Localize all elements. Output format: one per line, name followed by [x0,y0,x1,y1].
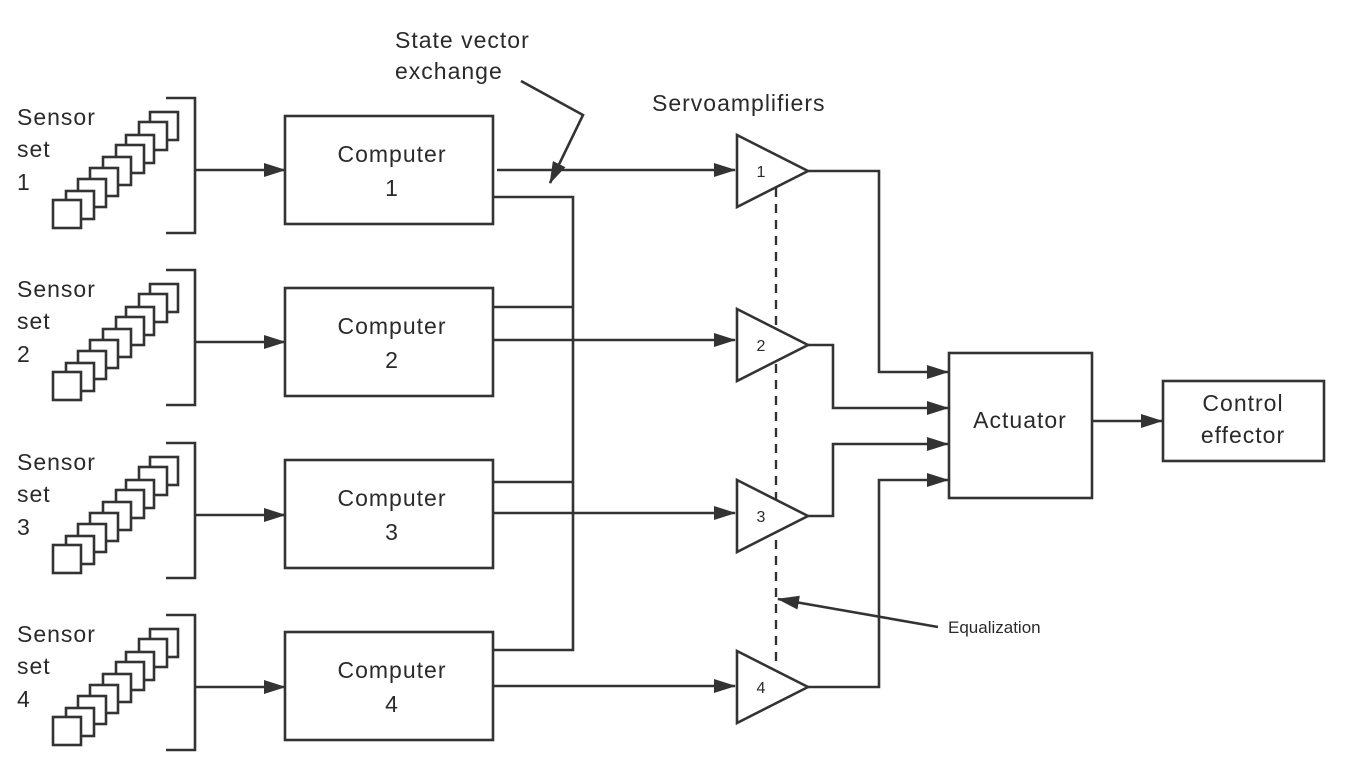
equalization-pointer [777,595,939,629]
amplifier-label: 3 [757,509,766,526]
computer-label-line1: Computer [338,657,447,683]
sensor-set-label-line1: Sensor [17,104,96,130]
sensor-set-label-line2: set [17,136,51,162]
sensor-set-3: Sensor set 3 [17,441,286,580]
sensor-set-label-line3: 2 [17,341,31,367]
amp1-to-actuator [808,169,949,379]
control-effector-box [1161,379,1326,463]
computer-box [283,630,495,742]
computer-label-line1: Computer [338,141,447,167]
sensor-set-label-line3: 3 [17,514,31,540]
computer-box [283,286,495,398]
amplifier-label: 1 [757,164,766,181]
computer-2: Computer 2 [283,286,495,398]
amp4-to-actuator [808,473,949,689]
computer-label-line2: 1 [385,175,399,201]
sensor-set-label-line1: Sensor [17,449,96,475]
servoamplifier-1: 1 [735,132,811,210]
servoamplifier-2: 2 [735,306,811,384]
servoamplifiers-label: Servoamplifiers [652,90,826,116]
computer-label-line1: Computer [338,485,447,511]
sensor-set-label-line3: 4 [17,686,31,712]
servoamplifier-4: 4 [735,648,811,726]
actuator-box [947,351,1094,500]
computer-3: Computer 3 [283,458,495,570]
amplifier-triangle [735,132,811,210]
computer-label-line1: Computer [338,313,447,339]
sensor-set-label-line1: Sensor [17,276,96,302]
sensor-icon [51,715,83,747]
actuator-input-lines [808,169,949,689]
sensor-set-label-line3: 1 [17,169,31,195]
sensor-set-2: Sensor set 2 [17,268,286,407]
amplifier-triangle [735,648,811,726]
amplifier-triangle [735,306,811,384]
command-lines [494,163,736,693]
sensor-icon [51,543,83,575]
exchange-bus-line [494,195,575,652]
amplifier-label: 2 [757,338,766,355]
state-vector-bus [494,195,575,652]
sensor-set-1: Sensor set 1 [17,96,286,235]
control-effector-label-line1: Control [1202,390,1283,416]
sensor-set-label-line1: Sensor [17,621,96,647]
actuator-block: Actuator [947,351,1094,500]
amp3-to-actuator [808,437,949,518]
sensor-icon [51,370,83,402]
computer-4: Computer 4 [283,630,495,742]
state-vector-label-line1: State vector [395,27,530,53]
control-effector-block: Control effector [1161,379,1326,463]
sensor-set-label-line2: set [17,481,51,507]
state-vector-label-line2: exchange [395,58,503,84]
computer-box [283,114,495,226]
sensor-set-label-line2: set [17,308,51,334]
computer-label-line2: 4 [385,691,399,717]
computer-1: Computer 1 [283,114,495,226]
sensor-bracket [166,96,197,235]
sensor-set-4: Sensor set 4 [17,613,286,752]
computer-box [283,458,495,570]
state-vector-pointer [520,79,585,184]
amp2-to-actuator [808,343,949,415]
sensor-icon [51,198,83,230]
amplifier-label: 4 [757,680,766,697]
control-effector-label-line2: effector [1201,422,1285,448]
computer-label-line2: 3 [385,519,399,545]
equalization-label: Equalization [948,618,1041,637]
sensor-set-label-line2: set [17,653,51,679]
servoamplifier-3: 3 [735,477,811,555]
actuator-label: Actuator [973,407,1067,433]
sensor-bracket [166,441,197,580]
amplifier-triangle [735,477,811,555]
sensor-bracket [166,613,197,752]
computer-label-line2: 2 [385,347,399,373]
sensor-bracket [166,268,197,407]
